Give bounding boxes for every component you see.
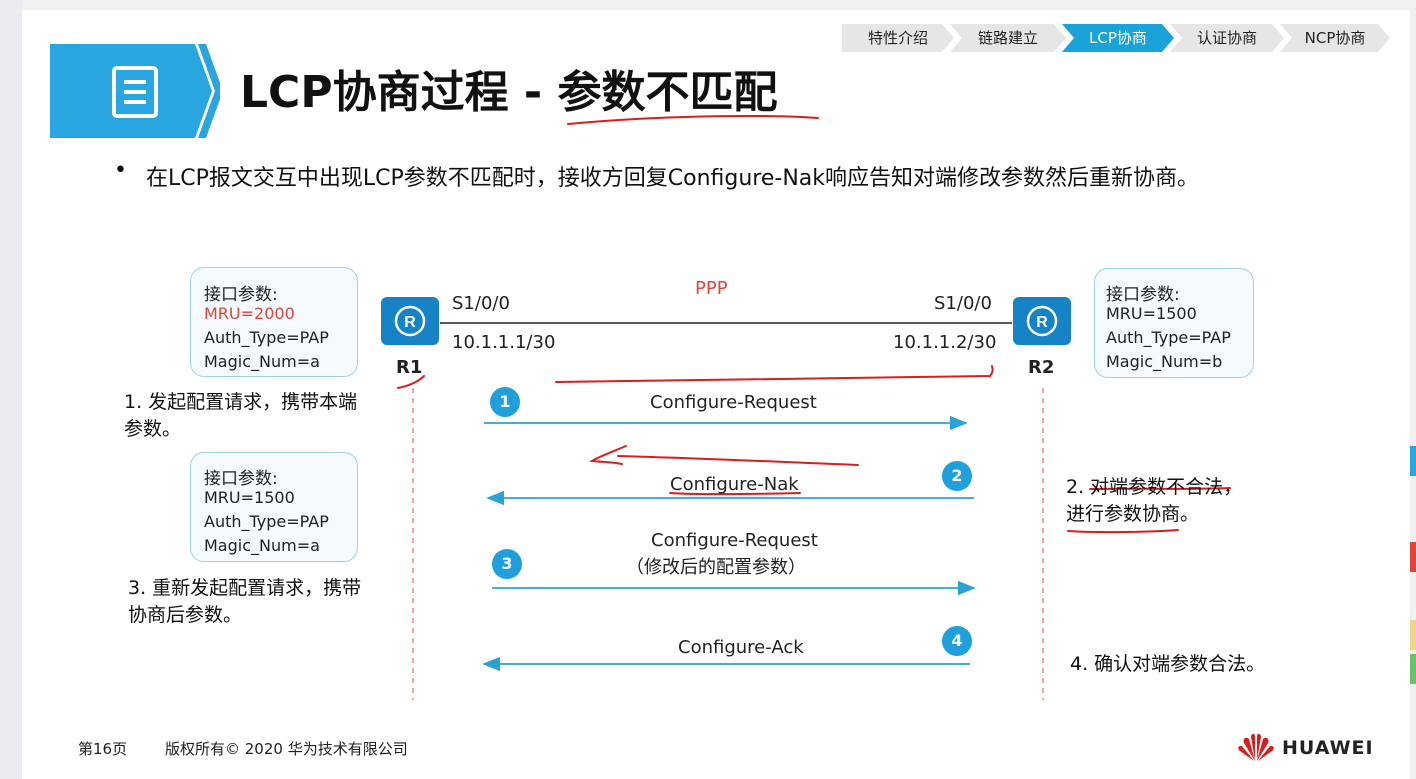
step-3-description: 3. 重新发起配置请求，携带 协商后参数。 bbox=[128, 575, 361, 629]
page-number: 第16页 bbox=[78, 740, 128, 758]
badge-number: 3 bbox=[501, 554, 513, 573]
breadcrumb-label: LCP协商 bbox=[1089, 29, 1147, 47]
step-badge-3: 3 bbox=[492, 549, 522, 579]
breadcrumb-chevron-shape bbox=[950, 24, 1066, 52]
magic-num-value: Magic_Num=a bbox=[204, 352, 320, 371]
breadcrumb-chevron-shape bbox=[1170, 24, 1284, 52]
step-badge-1: 1 bbox=[490, 387, 520, 417]
r2-interface: S1/0/0 bbox=[934, 293, 992, 314]
title-prefix: LCP协商过程 - bbox=[240, 67, 558, 118]
step-badge-4: 4 bbox=[942, 626, 972, 656]
side-tab-yellow[interactable] bbox=[1410, 620, 1416, 650]
svg-text:R: R bbox=[1036, 314, 1048, 331]
r2-ip: 10.1.1.2/30 bbox=[893, 332, 997, 353]
message-sublabel: （修改后的配置参数） bbox=[626, 557, 806, 578]
auth-type-value: Auth_Type=PAP bbox=[1106, 328, 1231, 347]
r1-ip: 10.1.1.1/30 bbox=[452, 332, 556, 353]
mru-value: MRU=1500 bbox=[1106, 304, 1197, 323]
breadcrumb-item-lcp[interactable]: LCP协商 bbox=[1062, 24, 1174, 52]
message-label: Configure-Request bbox=[650, 392, 817, 413]
breadcrumb-label: 链路建立 bbox=[977, 29, 1038, 47]
step-4-description: 4. 确认对端参数合法。 bbox=[1070, 653, 1266, 675]
r2-router-icon: R bbox=[1013, 297, 1071, 345]
slide bbox=[22, 10, 1410, 772]
params-heading: 接口参数: bbox=[1106, 285, 1180, 305]
breadcrumb-label: 认证协商 bbox=[1196, 29, 1257, 47]
auth-type-value: Auth_Type=PAP bbox=[204, 328, 329, 347]
breadcrumb-chevron-shape bbox=[1062, 24, 1174, 52]
params-heading: 接口参数: bbox=[204, 285, 278, 305]
side-tab-blue[interactable] bbox=[1410, 446, 1416, 476]
step-text-line: 进行参数协商。 bbox=[1066, 503, 1200, 525]
ppp-link-label: PPP bbox=[695, 278, 728, 299]
badge-number: 2 bbox=[951, 466, 963, 485]
mru-value: MRU=1500 bbox=[204, 488, 295, 507]
r1-modified-params-box bbox=[190, 452, 358, 562]
title-banner bbox=[50, 44, 220, 138]
window-top-edge bbox=[0, 0, 1416, 10]
side-tab-red[interactable] bbox=[1410, 542, 1416, 572]
r1-name: R1 bbox=[396, 357, 423, 378]
r1-router-icon: R bbox=[381, 297, 439, 345]
window-left-edge bbox=[0, 0, 22, 779]
message-label: Configure-Request bbox=[651, 530, 818, 551]
breadcrumb-chevron-shape bbox=[1280, 24, 1390, 52]
mru-value: MRU=2000 bbox=[204, 304, 295, 323]
step-text-line: 协商后参数。 bbox=[128, 604, 243, 626]
auth-type-value: Auth_Type=PAP bbox=[204, 512, 329, 531]
svg-text:R: R bbox=[404, 314, 416, 331]
breadcrumb-item-link-setup[interactable]: 链路建立 bbox=[950, 24, 1066, 52]
document-icon bbox=[112, 66, 158, 118]
bullet-text: 在LCP报文交互中出现LCP参数不匹配时，接收方回复Configure-Nak响… bbox=[146, 166, 1200, 191]
page-title: LCP协商过程 - 参数不匹配 bbox=[240, 56, 777, 120]
breadcrumb-label: NCP协商 bbox=[1304, 29, 1366, 47]
badge-number: 4 bbox=[951, 631, 963, 650]
bullet-marker: • bbox=[114, 158, 127, 183]
r1-interface: S1/0/0 bbox=[452, 293, 510, 314]
r1-initial-params-box bbox=[190, 267, 358, 377]
breadcrumb-item-features[interactable]: 特性介绍 bbox=[842, 24, 954, 52]
window-right-edge bbox=[1410, 0, 1416, 779]
huawei-brand: HUAWEI bbox=[1282, 737, 1374, 759]
breadcrumb-item-ncp[interactable]: NCP协商 bbox=[1280, 24, 1390, 52]
message-label: Configure-Ack bbox=[678, 637, 804, 658]
step-badge-2: 2 bbox=[942, 461, 972, 491]
side-tab-green[interactable] bbox=[1410, 654, 1416, 684]
huawei-logo-icon bbox=[1238, 733, 1274, 761]
step-text-line: 2. 对端参数不合法， bbox=[1066, 476, 1243, 498]
step-text-line: 1. 发起配置请求，携带本端 bbox=[124, 391, 358, 413]
step-text-line: 3. 重新发起配置请求，携带 bbox=[128, 577, 362, 599]
title-emphasis: 参数不匹配 bbox=[557, 67, 778, 118]
breadcrumb-item-auth[interactable]: 认证协商 bbox=[1170, 24, 1284, 52]
breadcrumb-label: 特性介绍 bbox=[867, 29, 928, 47]
copyright: 版权所有© 2020 华为技术有限公司 bbox=[165, 740, 408, 758]
r2-name: R2 bbox=[1028, 357, 1055, 378]
r2-params-box bbox=[1094, 268, 1254, 378]
breadcrumb-chevron-shape bbox=[842, 24, 954, 52]
step-1-description: 1. 发起配置请求，携带本端 参数。 bbox=[124, 389, 357, 443]
message-label: Configure-Nak bbox=[670, 474, 799, 495]
magic-num-value: Magic_Num=b bbox=[1106, 352, 1223, 371]
magic-num-value: Magic_Num=a bbox=[204, 536, 320, 555]
step-text-line: 参数。 bbox=[124, 418, 182, 440]
step-2-description: 2. 对端参数不合法， 进行参数协商。 bbox=[1066, 474, 1242, 528]
badge-number: 1 bbox=[499, 392, 511, 411]
params-heading: 接口参数: bbox=[204, 469, 278, 489]
